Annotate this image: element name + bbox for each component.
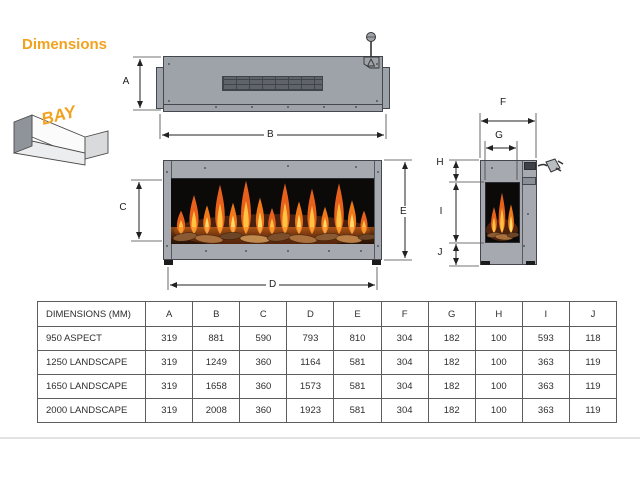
dimension-value-cell: 581 xyxy=(333,374,382,399)
dim-label-b: B xyxy=(264,129,277,140)
dimension-value-cell: 319 xyxy=(145,326,194,351)
dimension-value-cell: 100 xyxy=(474,326,523,351)
dimension-value-cell: 182 xyxy=(427,374,476,399)
dimension-value-cell: 319 xyxy=(145,398,194,423)
dimension-value-cell: 1164 xyxy=(286,350,335,375)
flame-display xyxy=(171,179,374,244)
dim-label-g: G xyxy=(495,130,503,141)
dimension-value-cell: 360 xyxy=(239,350,288,375)
dimension-value-cell: 304 xyxy=(380,350,429,375)
page-title: Dimensions xyxy=(22,36,108,53)
table-header-cell: B xyxy=(192,301,241,327)
dimension-value-cell: 360 xyxy=(239,398,288,423)
dim-label-c: C xyxy=(119,202,127,213)
top-view-flange-right xyxy=(382,67,390,109)
model-name-cell: 950 ASPECT xyxy=(36,326,147,351)
side-flame-display xyxy=(486,183,519,242)
table-header-cell: F xyxy=(380,301,429,327)
table-header-cell: A xyxy=(145,301,194,327)
table-header-cell: E xyxy=(333,301,382,327)
table-header-cell: DIMENSIONS (MM) xyxy=(36,301,147,327)
model-name-cell: 1650 LANDSCAPE xyxy=(36,374,147,399)
dimension-value-cell: 360 xyxy=(239,374,288,399)
dimension-value-cell: 119 xyxy=(568,374,618,399)
dimension-value-cell: 810 xyxy=(333,326,382,351)
dimension-value-cell: 793 xyxy=(286,326,335,351)
dimension-value-cell: 119 xyxy=(568,350,618,375)
model-name-cell: 2000 LANDSCAPE xyxy=(36,398,147,423)
dimension-value-cell: 319 xyxy=(145,350,194,375)
dim-label-d: D xyxy=(266,279,280,290)
dimension-value-cell: 304 xyxy=(380,374,429,399)
page-divider xyxy=(0,437,640,439)
side-glass-firebox xyxy=(485,182,520,243)
power-plug-icon xyxy=(537,158,564,173)
table-header-cell: D xyxy=(286,301,335,327)
model-name-cell: 1250 LANDSCAPE xyxy=(36,350,147,375)
dimension-value-cell: 319 xyxy=(145,374,194,399)
dimension-value-cell: 182 xyxy=(427,398,476,423)
dim-label-i: I xyxy=(439,206,443,217)
dimension-value-cell: 590 xyxy=(239,326,288,351)
dimension-value-cell: 100 xyxy=(474,374,523,399)
dimension-value-cell: 363 xyxy=(521,374,570,399)
dimension-value-cell: 1573 xyxy=(286,374,335,399)
dim-label-e: E xyxy=(397,206,410,217)
dim-label-j: J xyxy=(437,247,443,258)
side-bracket xyxy=(522,177,536,185)
bay-fireplace-3d-icon: BAY xyxy=(12,102,109,166)
dimension-value-cell: 593 xyxy=(521,326,570,351)
power-socket xyxy=(524,162,536,170)
dimension-value-cell: 881 xyxy=(192,326,241,351)
dimension-value-cell: 100 xyxy=(474,398,523,423)
dimension-value-cell: 304 xyxy=(380,326,429,351)
dimension-value-cell: 581 xyxy=(333,350,382,375)
dimension-value-cell: 363 xyxy=(521,350,570,375)
dim-label-h: H xyxy=(436,157,444,168)
dimension-value-cell: 119 xyxy=(568,398,618,423)
table-header-cell: C xyxy=(239,301,288,327)
front-trim-right xyxy=(374,161,375,259)
table-header-cell: H xyxy=(474,301,523,327)
front-glass-firebox xyxy=(171,178,374,244)
dim-label-f: F xyxy=(499,97,507,108)
top-view-panel-line xyxy=(164,104,382,105)
dimension-value-cell: 182 xyxy=(427,326,476,351)
vent-grille xyxy=(222,76,323,91)
table-header-cell: J xyxy=(568,301,618,327)
dimension-value-cell: 182 xyxy=(427,350,476,375)
side-panel-line xyxy=(522,161,523,264)
dimension-value-cell: 1658 xyxy=(192,374,241,399)
dimension-value-cell: 118 xyxy=(568,326,618,351)
bay-label: BAY xyxy=(39,102,79,129)
dimension-value-cell: 581 xyxy=(333,398,382,423)
dimension-value-cell: 2008 xyxy=(192,398,241,423)
dimension-value-cell: 363 xyxy=(521,398,570,423)
dimension-value-cell: 304 xyxy=(380,398,429,423)
table-header-cell: I xyxy=(521,301,570,327)
dimension-value-cell: 1249 xyxy=(192,350,241,375)
dimension-value-cell: 1923 xyxy=(286,398,335,423)
table-header-cell: G xyxy=(427,301,476,327)
dimension-value-cell: 100 xyxy=(474,350,523,375)
log-set xyxy=(172,232,374,244)
dim-label-a: A xyxy=(122,76,130,87)
